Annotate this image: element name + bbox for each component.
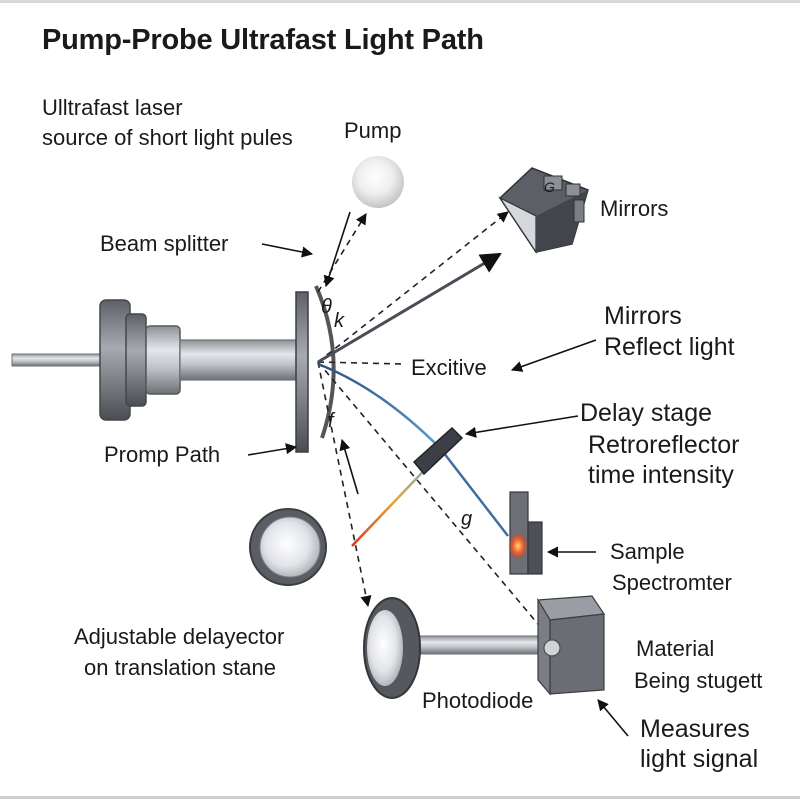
g-glyph: g bbox=[461, 508, 473, 530]
bottom-border bbox=[0, 796, 800, 799]
sample-label: Sample bbox=[610, 539, 685, 564]
excitive-label: Excitive bbox=[411, 355, 487, 380]
being-stugett-label: Being stugett bbox=[634, 668, 763, 693]
solid-beam-upper bbox=[317, 252, 502, 364]
pump-label: Pump bbox=[344, 118, 402, 143]
beam-splitter-icon bbox=[314, 285, 336, 439]
theta-glyph: θ bbox=[321, 296, 332, 318]
pump-sphere-icon bbox=[352, 156, 404, 208]
time-intensity-label: time intensity bbox=[588, 461, 734, 489]
f-glyph: f bbox=[328, 410, 334, 432]
mirrors-mid-label: Mirrors bbox=[604, 302, 682, 330]
laser-label-line1: Ulltrafast laser bbox=[42, 95, 183, 120]
material-label: Material bbox=[636, 636, 715, 661]
detector-box-icon bbox=[536, 595, 606, 696]
light-signal-label: light signal bbox=[640, 745, 759, 773]
measures-label: Measures bbox=[640, 715, 750, 743]
photodiode-lens-icon bbox=[363, 597, 551, 699]
laser-label-line2: source of short light pules bbox=[42, 125, 293, 150]
top-border bbox=[0, 0, 800, 3]
diagram-title: Pump-Probe Ultrafast Light Path bbox=[42, 24, 484, 56]
beam-splitter-label: Beam splitter bbox=[100, 231, 229, 256]
mirror-device-icon bbox=[498, 167, 589, 254]
mirrors-top-label: Mirrors bbox=[600, 196, 669, 221]
promp-path-label: Promp Path bbox=[104, 442, 221, 467]
laser-source-icon bbox=[11, 291, 309, 453]
k-glyph: k bbox=[334, 310, 344, 332]
adjustable-label-line2: on translation stane bbox=[84, 655, 277, 680]
colored-beams bbox=[290, 362, 520, 548]
delay-stage-label: Delay stage bbox=[580, 399, 713, 427]
detector-glyph: G bbox=[544, 179, 555, 195]
annotation-arrows bbox=[247, 211, 629, 737]
photodiode-label: Photodiode bbox=[422, 688, 534, 713]
lens-ring-icon bbox=[249, 508, 327, 586]
adjustable-label-line1: Adjustable delayector bbox=[74, 624, 285, 649]
spectromter-label: Spectromter bbox=[612, 570, 732, 595]
retroreflector-label: Retroreflector bbox=[588, 431, 740, 459]
reflect-light-label: Reflect light bbox=[604, 333, 735, 361]
retroreflector-icon bbox=[412, 426, 464, 476]
sample-block-icon bbox=[508, 491, 543, 575]
